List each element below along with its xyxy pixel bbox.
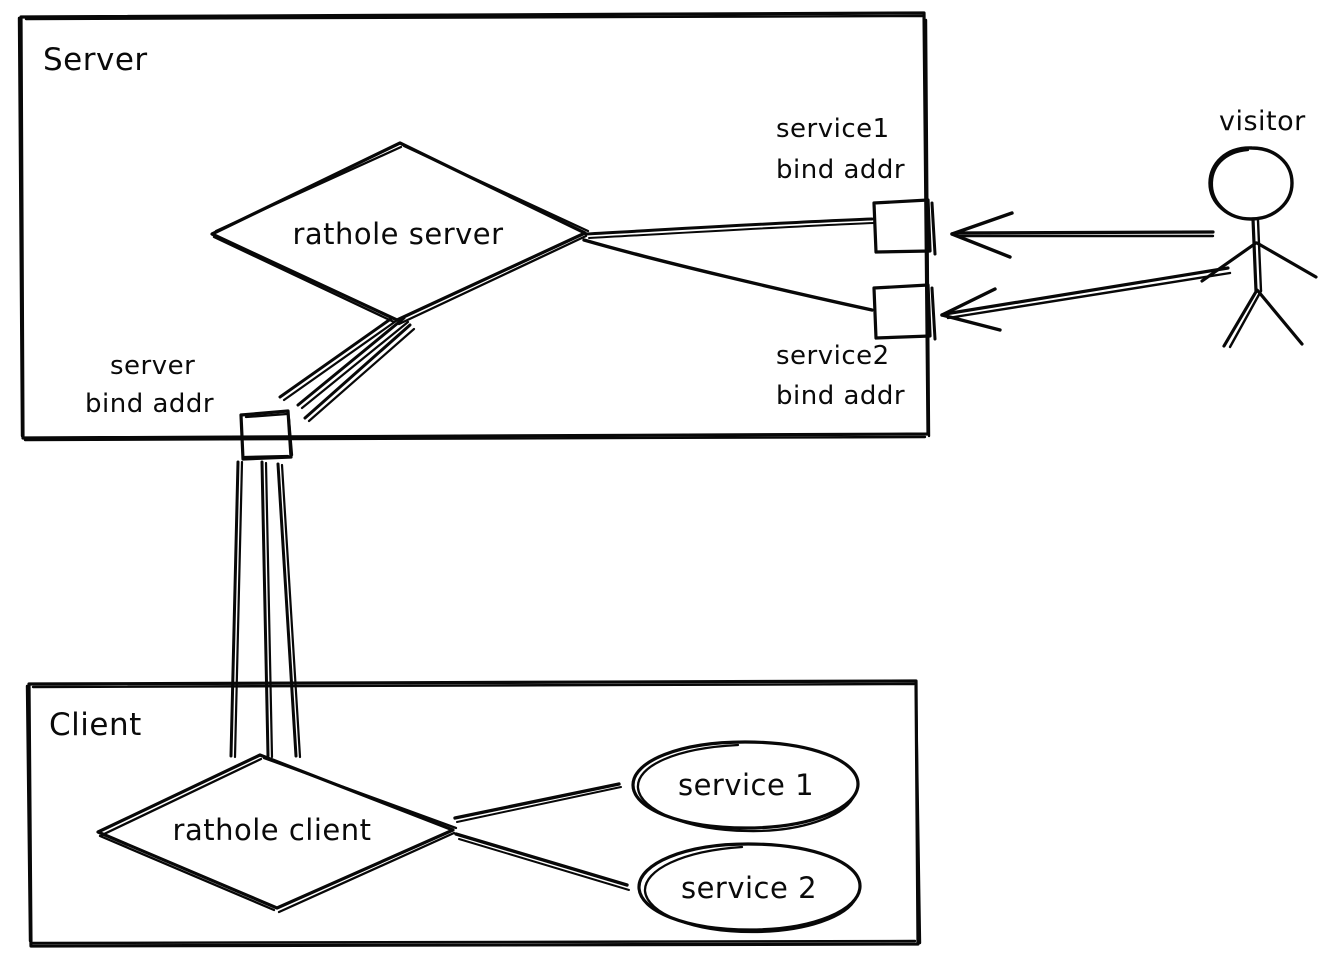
node-rathole-server-label: rathole server (292, 217, 503, 251)
actor-visitor-label: visitor (1219, 106, 1306, 137)
node-service-1[interactable]: service 1 (631, 740, 860, 833)
edge-ratholeserver-service1 (584, 217, 875, 239)
node-rathole-server[interactable]: rathole server (210, 141, 590, 326)
edge-visitor-service2 (940, 266, 1232, 332)
port-server-bind-addr-label-line2: bind addr (85, 389, 214, 419)
edge-serverbind-ratholeclient (229, 460, 302, 759)
port-service1-bind-addr[interactable]: service1 bind addr (776, 114, 937, 256)
port-service1-bind-addr-label-line1: service1 (776, 114, 890, 144)
node-service-2-label: service 2 (681, 871, 817, 905)
edge-ratholeclient-service1 (453, 782, 622, 823)
node-service-1-label: service 1 (678, 768, 814, 802)
port-service2-bind-addr-label-line2: bind addr (776, 381, 905, 411)
node-rathole-client-label: rathole client (173, 813, 372, 847)
port-server-bind-addr[interactable]: server bind addr (85, 351, 294, 461)
server-container-title: Server (43, 42, 148, 78)
edge-visitor-service1 (950, 211, 1215, 259)
edge-ratholeserver-serverbind (278, 316, 416, 423)
node-service-2[interactable]: service 2 (637, 842, 862, 934)
node-rathole-client[interactable]: rathole client (96, 753, 458, 914)
edge-ratholeclient-service2 (454, 832, 630, 891)
port-service2-bind-addr-label-line1: service2 (776, 341, 890, 371)
port-service1-bind-addr-label-line2: bind addr (776, 155, 905, 185)
actor-visitor[interactable]: visitor (1200, 106, 1318, 349)
edge-ratholeserver-service2 (582, 238, 874, 312)
port-service2-bind-addr[interactable]: service2 bind addr (776, 283, 937, 411)
client-container-title: Client (49, 707, 142, 743)
port-server-bind-addr-label-line1: server (110, 351, 195, 381)
client-container: Client (25, 679, 922, 948)
